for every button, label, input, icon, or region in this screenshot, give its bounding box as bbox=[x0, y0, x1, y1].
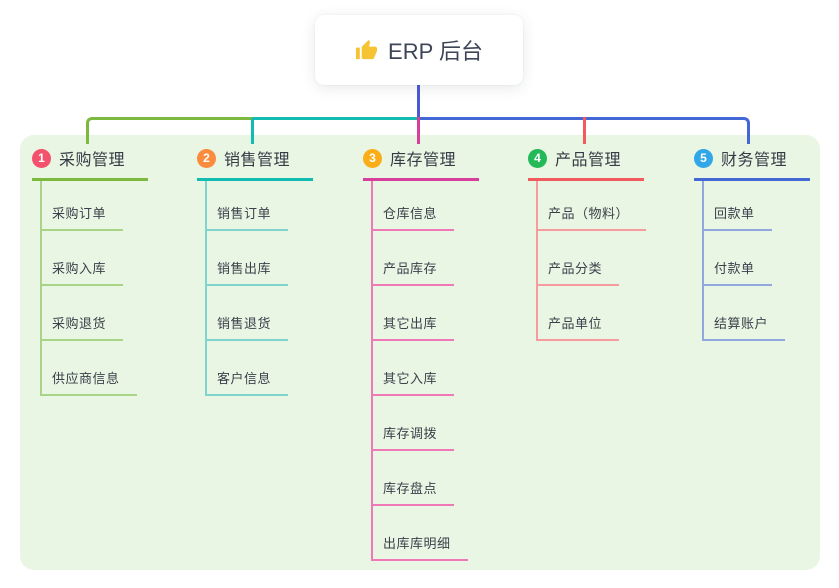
child-node[interactable]: 采购入库 bbox=[42, 231, 137, 286]
connector-inventory bbox=[417, 117, 420, 144]
child-node-label: 库存盘点 bbox=[373, 478, 455, 506]
child-node-label: 产品（物料） bbox=[538, 203, 647, 231]
child-node[interactable]: 产品分类 bbox=[538, 231, 646, 286]
child-node[interactable]: 仓库信息 bbox=[373, 181, 468, 231]
child-node-label: 客户信息 bbox=[207, 368, 289, 396]
child-node-label: 采购退货 bbox=[42, 313, 124, 341]
branch-number-badge: 3 bbox=[363, 148, 382, 168]
child-node[interactable]: 出库库明细 bbox=[373, 506, 468, 561]
child-node[interactable]: 库存盘点 bbox=[373, 451, 468, 506]
branch: 5 财务管理 回款单付款单结算账户 bbox=[694, 146, 839, 341]
child-node[interactable]: 销售退货 bbox=[207, 286, 289, 341]
branch-children: 仓库信息产品库存其它出库其它入库库存调拨库存盘点出库库明细 bbox=[371, 181, 468, 561]
child-node[interactable]: 产品（物料） bbox=[538, 181, 647, 231]
branches-panel-bg bbox=[20, 135, 820, 570]
child-node-label: 付款单 bbox=[704, 258, 772, 286]
branch: 1 采购管理 采购订单采购入库采购退货供应商信息 bbox=[32, 146, 182, 396]
branch-children: 采购订单采购入库采购退货供应商信息 bbox=[40, 181, 137, 396]
branch-children: 产品（物料） 产品分类产品单位 bbox=[536, 181, 647, 341]
child-node[interactable]: 供应商信息 bbox=[42, 341, 137, 396]
branch-header[interactable]: 4 产品管理 bbox=[528, 146, 644, 181]
thumbs-up-icon bbox=[355, 39, 378, 62]
child-node-label: 回款单 bbox=[704, 203, 772, 231]
child-node-label: 出库库明细 bbox=[373, 533, 468, 561]
branch-header[interactable]: 2 销售管理 bbox=[197, 146, 313, 181]
root-label: ERP 后台 bbox=[388, 39, 483, 64]
child-node[interactable]: 产品单位 bbox=[538, 286, 646, 341]
child-node-label: 仓库信息 bbox=[373, 203, 455, 231]
child-node-label: 产品单位 bbox=[538, 313, 620, 341]
branch: 3 库存管理 仓库信息产品库存其它出库其它入库库存调拨库存盘点出库库明细 bbox=[363, 146, 513, 561]
child-node[interactable]: 回款单 bbox=[704, 181, 785, 231]
child-node[interactable]: 付款单 bbox=[704, 231, 785, 286]
branch-label: 产品管理 bbox=[555, 152, 622, 169]
branch-number-badge: 5 bbox=[694, 148, 713, 168]
child-node-label: 其它出库 bbox=[373, 313, 455, 341]
child-node[interactable]: 客户信息 bbox=[207, 341, 289, 396]
branch-header[interactable]: 1 采购管理 bbox=[32, 146, 148, 181]
branch-label: 销售管理 bbox=[224, 152, 291, 169]
branch: 2 销售管理 销售订单销售出库销售退货客户信息 bbox=[197, 146, 347, 396]
child-node[interactable]: 产品库存 bbox=[373, 231, 468, 286]
branch: 4 产品管理 产品（物料） 产品分类产品单位 bbox=[528, 146, 678, 341]
child-node-label: 采购入库 bbox=[42, 258, 124, 286]
connector-sales bbox=[251, 117, 419, 144]
branch-number-badge: 4 bbox=[528, 148, 547, 168]
child-node[interactable]: 其它出库 bbox=[373, 286, 468, 341]
child-node[interactable]: 销售出库 bbox=[207, 231, 289, 286]
child-node-label: 结算账户 bbox=[704, 313, 786, 341]
child-node[interactable]: 采购退货 bbox=[42, 286, 137, 341]
branch-number-badge: 2 bbox=[197, 148, 216, 168]
child-node[interactable]: 销售订单 bbox=[207, 181, 289, 231]
branch-label: 采购管理 bbox=[59, 152, 126, 169]
child-node[interactable]: 其它入库 bbox=[373, 341, 468, 396]
child-node-label: 销售订单 bbox=[207, 203, 289, 231]
branch-children: 回款单付款单结算账户 bbox=[702, 181, 786, 341]
child-node-label: 其它入库 bbox=[373, 368, 455, 396]
branch-header[interactable]: 5 财务管理 bbox=[694, 146, 810, 181]
branch-children: 销售订单销售出库销售退货客户信息 bbox=[205, 181, 289, 396]
child-node-label: 库存调拨 bbox=[373, 423, 455, 451]
child-node[interactable]: 采购订单 bbox=[42, 181, 137, 231]
branch-header[interactable]: 3 库存管理 bbox=[363, 146, 479, 181]
child-node-label: 采购订单 bbox=[42, 203, 124, 231]
connector-purchase bbox=[86, 117, 253, 144]
branch-label: 财务管理 bbox=[721, 152, 788, 169]
root-stem-line bbox=[417, 85, 420, 118]
child-node[interactable]: 结算账户 bbox=[704, 286, 786, 341]
branch-number-badge: 1 bbox=[32, 148, 51, 168]
child-node-label: 销售出库 bbox=[207, 258, 289, 286]
branch-label: 库存管理 bbox=[390, 152, 457, 169]
root-node[interactable]: ERP 后台 bbox=[315, 15, 523, 85]
child-node-label: 产品库存 bbox=[373, 258, 455, 286]
child-node-label: 销售退货 bbox=[207, 313, 289, 341]
child-node-label: 产品分类 bbox=[538, 258, 620, 286]
connector-product bbox=[583, 117, 586, 144]
child-node[interactable]: 库存调拨 bbox=[373, 396, 468, 451]
child-node-label: 供应商信息 bbox=[42, 368, 137, 396]
